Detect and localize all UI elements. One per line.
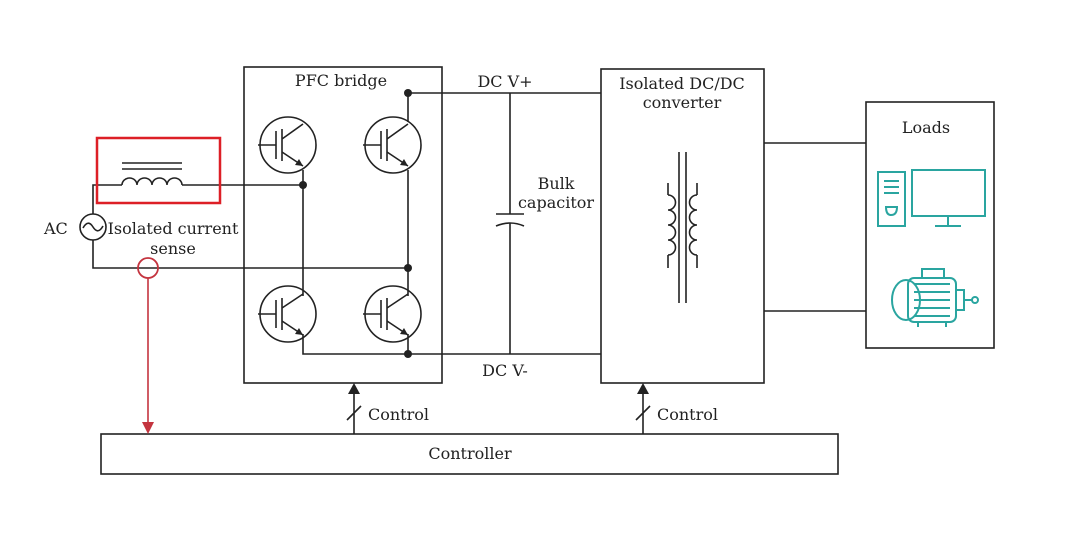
- controller-box: [100, 433, 839, 475]
- capacitor-icon: [495, 93, 525, 354]
- igbt-icon: [258, 285, 317, 343]
- ac-bottom-wire: [92, 240, 408, 269]
- dc-v-plus-label: DC V+: [477, 72, 532, 91]
- loads-box: [865, 101, 995, 349]
- bridge-left-bottom: [302, 334, 408, 355]
- control-arrow-right: [635, 383, 651, 434]
- isolated-current-sense-label-line2: sense: [150, 239, 196, 258]
- motor-icon: [891, 268, 979, 327]
- bulk-capacitor-label-line2: capacitor: [518, 193, 594, 212]
- control-arrow-left: [346, 383, 362, 434]
- inductor-icon: [121, 162, 183, 186]
- ac-top-wire: [92, 184, 122, 214]
- isolated-dcdc-box: [600, 68, 765, 384]
- isolated-dcdc-label-line1: Isolated DC/DC: [619, 74, 745, 93]
- dc-v-minus-label: DC V-: [482, 361, 528, 380]
- computer-icon: [877, 169, 986, 227]
- ac-source-icon: [79, 213, 107, 241]
- bulk-capacitor-label-line1: Bulk: [538, 174, 575, 193]
- loads-label: Loads: [902, 118, 950, 137]
- pfc-bridge-label: PFC bridge: [295, 71, 387, 90]
- pfc-bridge-box: [243, 66, 443, 384]
- controller-label: Controller: [428, 444, 512, 463]
- igbt-icon: [258, 116, 317, 174]
- node-dot: [404, 264, 412, 272]
- igbt-icon: [363, 285, 422, 343]
- transformer-icon: [667, 152, 698, 303]
- igbt-icon: [363, 116, 422, 174]
- control-label-right: Control: [657, 405, 718, 424]
- isolated-dcdc-label-line2: converter: [643, 93, 722, 112]
- control-label-left: Control: [368, 405, 429, 424]
- isolated-current-sense-label-line1: Isolated current: [108, 219, 239, 238]
- current-sensor-highlight: [95, 136, 222, 205]
- node-dot: [299, 181, 307, 189]
- ac-label: AC: [43, 219, 68, 238]
- sense-arrow-head: [142, 422, 154, 434]
